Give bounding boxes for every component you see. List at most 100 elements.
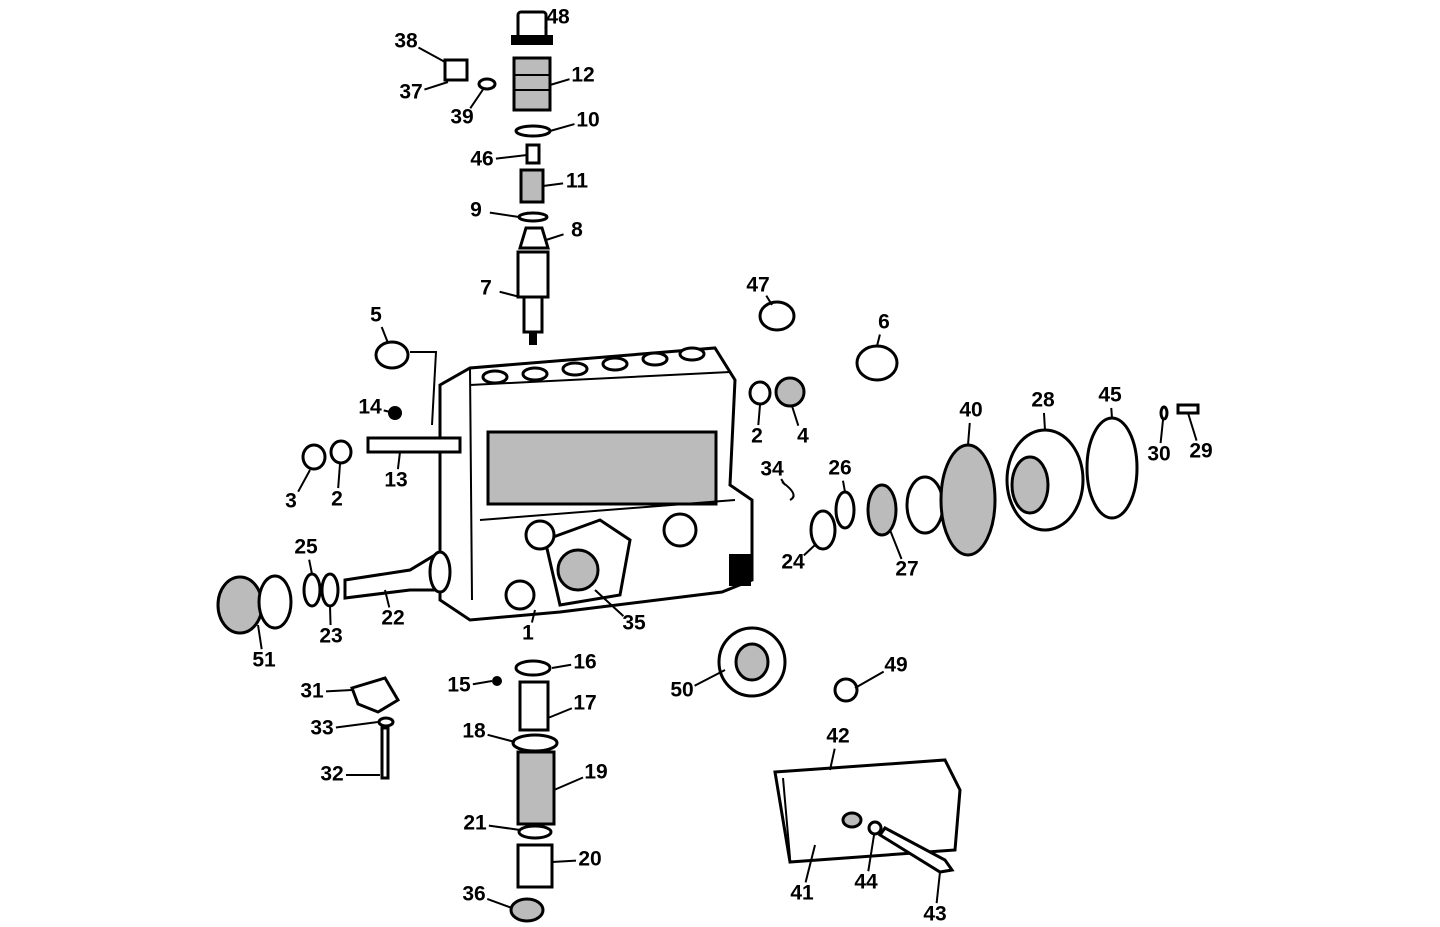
part-24-seal [809,509,837,551]
part-49-plug [833,677,859,703]
part-47-screw [758,300,796,332]
part-label-2: 2 [331,488,343,511]
part-43-screw [877,826,955,874]
part-42-cover-plate [773,758,962,864]
part-label-40: 40 [959,399,982,422]
part-label-30: 30 [1147,443,1170,466]
part-30-washer [1159,405,1169,421]
part-6-plug [855,344,899,382]
part-label-3: 3 [285,490,297,513]
part-label-1: 1 [522,622,534,645]
part-label-34: 34 [760,458,784,481]
leader-line [854,670,885,689]
leader-line [325,689,353,693]
leader-line [380,326,389,344]
part-11-spring [519,168,545,204]
leader-line [1159,419,1164,444]
leader-line [551,663,572,669]
part-48-cap [516,10,548,40]
part-label-11: 11 [566,170,589,193]
part-32-bolt [380,726,390,780]
leader-line [549,78,570,86]
part-label-18: 18 [462,720,486,743]
leader-line [499,290,521,298]
part-label-41: 41 [790,882,814,905]
part-label-43: 43 [923,903,946,926]
leader-line [545,233,564,241]
part-label-25: 25 [294,536,318,559]
part-label-36: 36 [462,883,485,906]
leader-line [542,182,564,187]
leader-line [547,707,573,719]
part-label-19: 19 [584,761,607,784]
part-16-sleeve-top [514,659,552,677]
part-33-washer [377,716,395,728]
part-label-24: 24 [781,551,805,574]
leader-line [396,451,401,470]
leader-line [553,776,584,791]
part-10-washer [514,124,552,138]
part-label-50: 50 [670,679,693,702]
part-label-48: 48 [546,6,570,29]
part-38-clamp [443,58,469,82]
part-label-10: 10 [576,109,599,132]
leader-line [889,529,903,560]
part-label-46: 46 [470,148,493,171]
leader-line [495,154,528,160]
part-label-22: 22 [381,607,404,630]
part-23-ring [320,572,340,608]
leader-line [791,405,800,426]
part-label-37: 37 [399,81,422,104]
part-31-bracket [350,676,401,714]
part-label-12: 12 [571,64,594,87]
part-21-seat [517,824,553,840]
part-label-35: 35 [622,612,646,635]
part-label-32: 32 [320,763,343,786]
leader-line [876,334,881,347]
leader-line [384,589,391,608]
part-label-5: 5 [370,304,382,327]
part-13-control-rod [366,436,462,454]
part-27-gear [866,483,898,537]
leader-line [530,609,536,623]
part-48-flange [511,35,553,45]
leader-line [488,824,521,831]
leader-line [841,480,846,493]
leader-line [469,87,485,109]
part-label-2: 2 [751,425,763,448]
leader-line [297,469,311,493]
leader-line [472,680,493,686]
parts-drawing [216,10,1200,923]
leader-line [487,733,516,743]
leader-line [551,859,577,863]
leader-line [1187,412,1198,441]
part-label-47: 47 [746,274,769,297]
leader-line [804,844,816,883]
part-label-33: 33 [310,717,333,740]
part-label-14: 14 [358,396,382,419]
part-label-23: 23 [319,625,342,648]
part-46-valve [525,143,541,165]
part-4-plug [774,376,806,408]
part-26-ring [834,490,856,530]
part-29-screw [1176,403,1200,415]
leader-line [780,478,786,486]
part-label-44: 44 [854,871,878,894]
leader-line [549,123,575,132]
outlet-holes [481,346,706,385]
leader-line [383,409,391,413]
part-36-roller [509,897,545,923]
leader-line [257,624,263,650]
part-label-51: 51 [252,649,276,672]
part-label-29: 29 [1189,440,1212,463]
part-label-26: 26 [828,457,851,480]
cam-window [486,430,718,506]
part-9-ring [517,211,549,223]
part-label-13: 13 [384,469,407,492]
part-12-valve-holder [512,56,552,112]
leader-line [757,404,761,426]
part-label-9: 9 [470,199,482,222]
part-label-7: 7 [480,277,492,300]
part-label-42: 42 [826,725,849,748]
